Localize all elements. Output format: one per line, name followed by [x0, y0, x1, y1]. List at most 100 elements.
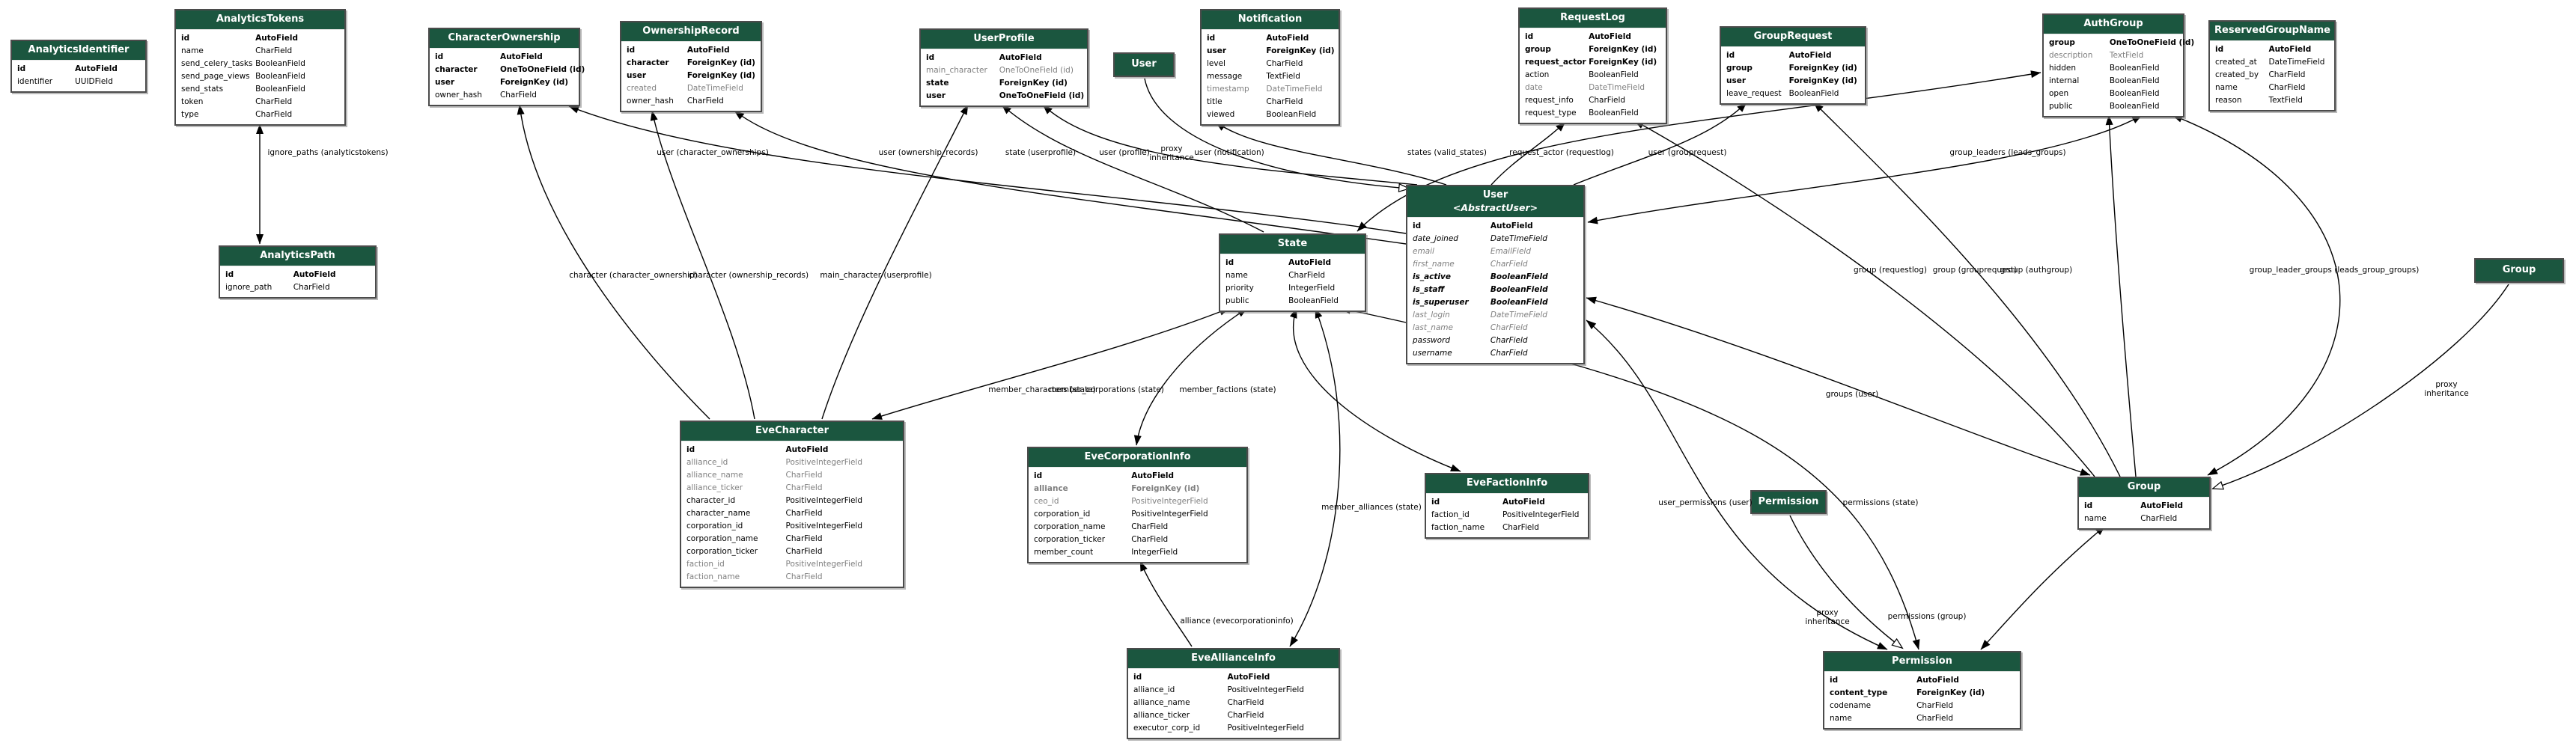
edge-proxy-inheritance-group: [2213, 284, 2509, 489]
edge-groups-user: [1586, 296, 2091, 476]
field-type: IntegerField: [1288, 283, 1336, 293]
entity-title: RequestLog: [1520, 9, 1666, 28]
entity-title: AnalyticsIdentifier: [12, 41, 145, 61]
field-type: DateTimeField: [1266, 84, 1323, 94]
edge-group-authgroup: [2105, 114, 2137, 477]
field-type: AutoField: [1788, 50, 1832, 60]
field-name: created: [627, 83, 657, 93]
edge-label: proxy inheritance: [1805, 608, 1850, 626]
field-row: corporation_ticker CharField: [1029, 533, 1246, 546]
field-type: AutoField: [785, 444, 829, 454]
entity-title: Permission: [1824, 652, 2020, 672]
field-name: first_name: [1413, 260, 1455, 269]
field-name: group: [1726, 63, 1753, 73]
edge-proxy-inheritance-permission: [1789, 515, 1902, 648]
field-name: email: [1413, 247, 1434, 257]
field-type: AutoField: [1589, 31, 1631, 41]
edge-user-ownership-records: [734, 110, 1407, 245]
field-name: id: [926, 52, 935, 62]
field-type: PositiveIntegerField: [785, 559, 863, 569]
entity-title: State: [1220, 235, 1365, 254]
field-type: BooleanField: [2109, 63, 2160, 73]
entity-name: User: [1482, 189, 1508, 201]
field-name: name: [1830, 713, 1852, 723]
field-name: description: [2049, 50, 2093, 60]
field-name: id: [435, 52, 444, 61]
field-type: ForeignKey (id): [1131, 483, 1200, 493]
field-name: send_page_views: [181, 71, 250, 81]
field-name: username: [1413, 349, 1452, 358]
field-name: id: [225, 269, 234, 279]
field-type: PositiveIntegerField: [1227, 723, 1304, 733]
field-type: BooleanField: [2109, 88, 2160, 98]
edge-label: group (authgroup): [2000, 265, 2073, 275]
field-name: alliance_ticker: [1133, 710, 1190, 720]
field-name: corporation_ticker: [1034, 534, 1106, 544]
field-type: CharField: [1227, 710, 1264, 720]
entity-name: Permission: [1892, 655, 1952, 667]
field-name: name: [181, 46, 204, 55]
field-name: priority: [1225, 283, 1254, 293]
field-name: alliance_id: [686, 457, 728, 467]
edge-user-character-ownerships: [568, 106, 1407, 234]
field-type: CharField: [499, 90, 537, 100]
field-type: CharField: [1131, 522, 1169, 531]
edge-label: group_leaders (leads_groups): [1949, 147, 2066, 157]
field-row: alliance_ticker CharField: [1128, 709, 1339, 722]
edge-label: user (ownership_records): [878, 147, 978, 157]
field-name: user: [1207, 46, 1227, 55]
edge-alliance-evecorporationinfo: [1139, 560, 1193, 647]
entity-name: Notification: [1237, 13, 1303, 25]
field-name: last_login: [1413, 311, 1450, 320]
field-name: faction_id: [686, 559, 725, 569]
field-name: is_staff: [1413, 285, 1445, 295]
field-name: id: [1225, 257, 1234, 267]
field-row: hidden BooleanField: [2044, 62, 2183, 75]
field-name: hidden: [2049, 63, 2077, 73]
field-type: BooleanField: [1266, 109, 1317, 119]
edge-character-character-ownership: [517, 104, 710, 420]
field-row: priority IntegerField: [1220, 282, 1365, 295]
field-type: CharField: [2268, 70, 2306, 79]
edge-request-actor-requestlog: [1491, 121, 1566, 186]
field-name: id: [1525, 31, 1534, 41]
field-type: CharField: [1131, 534, 1169, 544]
entity-subtitle: <AbstractUser>: [1452, 201, 1538, 213]
field-type: PositiveIntegerField: [785, 521, 863, 531]
field-row: id AutoField: [1520, 31, 1666, 43]
field-name: request_type: [1525, 108, 1577, 117]
edge-label: user (grouprequest): [1648, 147, 1727, 157]
field-name: level: [1207, 58, 1225, 68]
field-type: ForeignKey (id): [686, 58, 755, 67]
field-name: main_character: [926, 65, 987, 75]
field-type: DateTimeField: [2268, 57, 2325, 67]
